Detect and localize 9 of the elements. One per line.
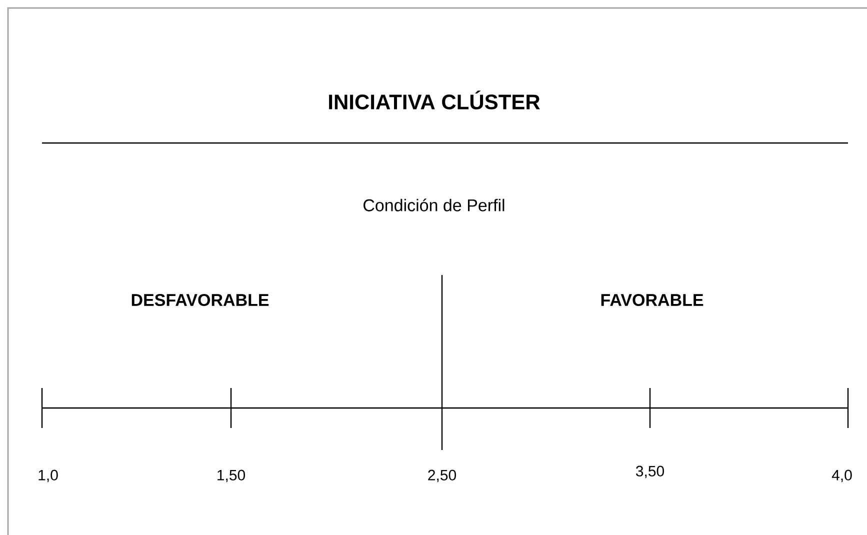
scale-value: 1,50 bbox=[218, 470, 245, 482]
scale-value: 3,50 bbox=[636, 466, 664, 478]
scale-value: 4,0 bbox=[832, 470, 852, 482]
zone-label: FAVORABLE bbox=[601, 294, 704, 306]
scale-value: 1,0 bbox=[38, 470, 58, 482]
title: INICIATIVA CLÚSTER bbox=[329, 90, 540, 110]
zone-label: DESFAVORABLE bbox=[132, 294, 269, 306]
scale-value: 2,50 bbox=[428, 470, 456, 482]
subtitle: Condición de Perfil bbox=[364, 198, 504, 212]
